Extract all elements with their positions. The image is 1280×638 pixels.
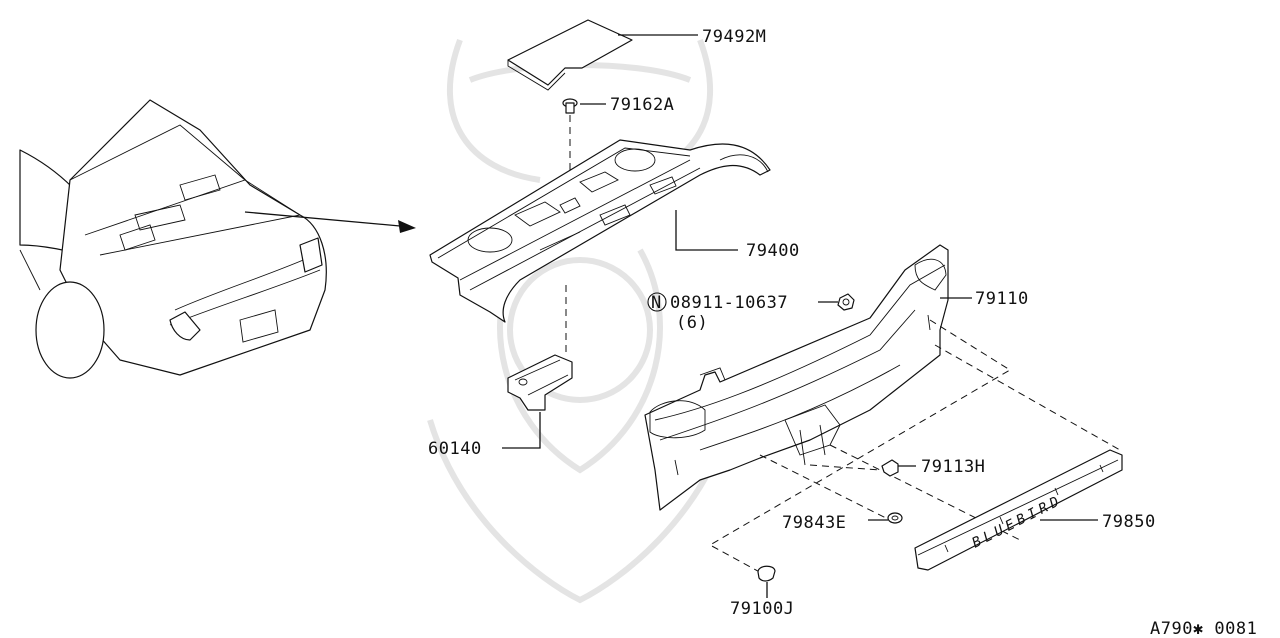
part-79492M-drawing — [507, 19, 633, 91]
part-79162A-drawing — [562, 98, 578, 114]
label-60140: 60140 — [428, 439, 482, 459]
part-79100J-drawing — [757, 565, 776, 582]
part-60140-drawing — [507, 354, 573, 411]
label-79110: 79110 — [975, 289, 1029, 309]
vehicle-illustration — [19, 99, 327, 379]
label-79492M: 79492M — [702, 27, 766, 47]
dashed-assembly-lines — [708, 319, 1121, 576]
label-08911-10637: 08911-10637 — [670, 293, 788, 313]
part-79400-drawing — [429, 139, 771, 323]
part-79110-drawing — [644, 244, 949, 511]
leader-60140 — [502, 412, 541, 449]
n-prefix-label: N — [651, 293, 662, 313]
part-08911-10637-drawing — [837, 293, 855, 311]
label-79113H: 79113H — [921, 457, 985, 477]
label-79843E: 79843E — [782, 513, 846, 533]
part-79843E-drawing — [887, 512, 903, 524]
label-08911-10637-group: N 08911-10637 (6) — [647, 292, 788, 333]
leader-79400 — [675, 210, 738, 251]
diagram-id-label: A790✱ 0081 — [1150, 619, 1257, 638]
label-08911-10637-qty: (6) — [676, 313, 708, 333]
part-79113H-drawing — [881, 459, 899, 477]
label-79100J: 79100J — [730, 599, 794, 619]
direction-arrow — [244, 211, 416, 233]
watermark-crest — [427, 38, 733, 604]
label-79400: 79400 — [746, 241, 800, 261]
n-prefix-circle — [647, 292, 667, 312]
label-79850: 79850 — [1102, 512, 1156, 532]
label-79162A: 79162A — [610, 95, 674, 115]
